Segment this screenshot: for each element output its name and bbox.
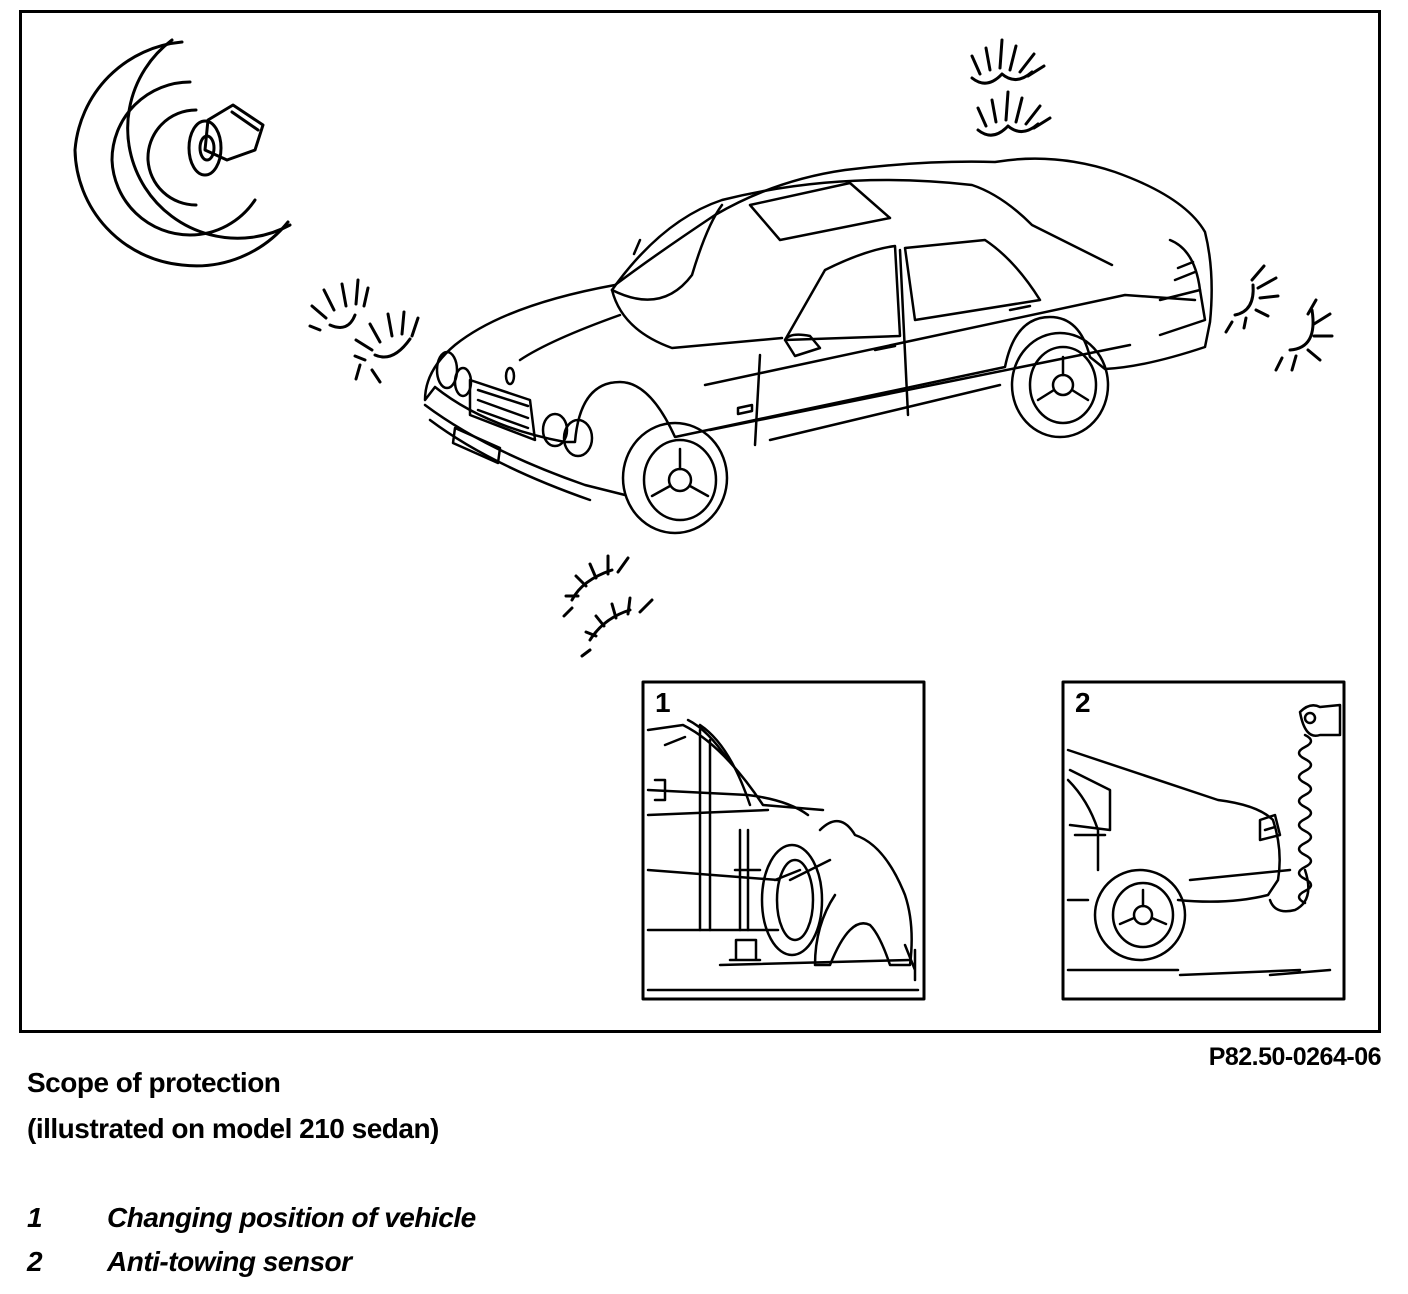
inset-2-number: 2: [1075, 687, 1091, 718]
inset-anti-towing: 2: [1061, 680, 1346, 1001]
illustration: 1 2: [73, 38, 1346, 1001]
inset-changing-position: 1: [641, 680, 926, 1001]
siren-icon: [73, 38, 292, 268]
illustration-frame: [19, 10, 1381, 1033]
legend-number: 2: [27, 1246, 43, 1277]
alarm-flash-icon: [308, 38, 1334, 658]
legend-number: 1: [27, 1202, 43, 1233]
legend-text: Anti-towing sensor: [107, 1246, 352, 1277]
caption-title: Scope of protection: [27, 1067, 281, 1098]
figure-code: P82.50-0264-06: [1208, 1043, 1382, 1071]
legend-item: 1 Changing position of vehicle: [27, 1202, 476, 1234]
legend-text: Changing position of vehicle: [107, 1202, 476, 1233]
caption-subtitle: (illustrated on model 210 sedan): [27, 1113, 439, 1144]
inset-1-number: 1: [655, 687, 671, 718]
sedan-car-illustration: [423, 157, 1213, 535]
legend-item: 2 Anti-towing sensor: [27, 1246, 352, 1278]
